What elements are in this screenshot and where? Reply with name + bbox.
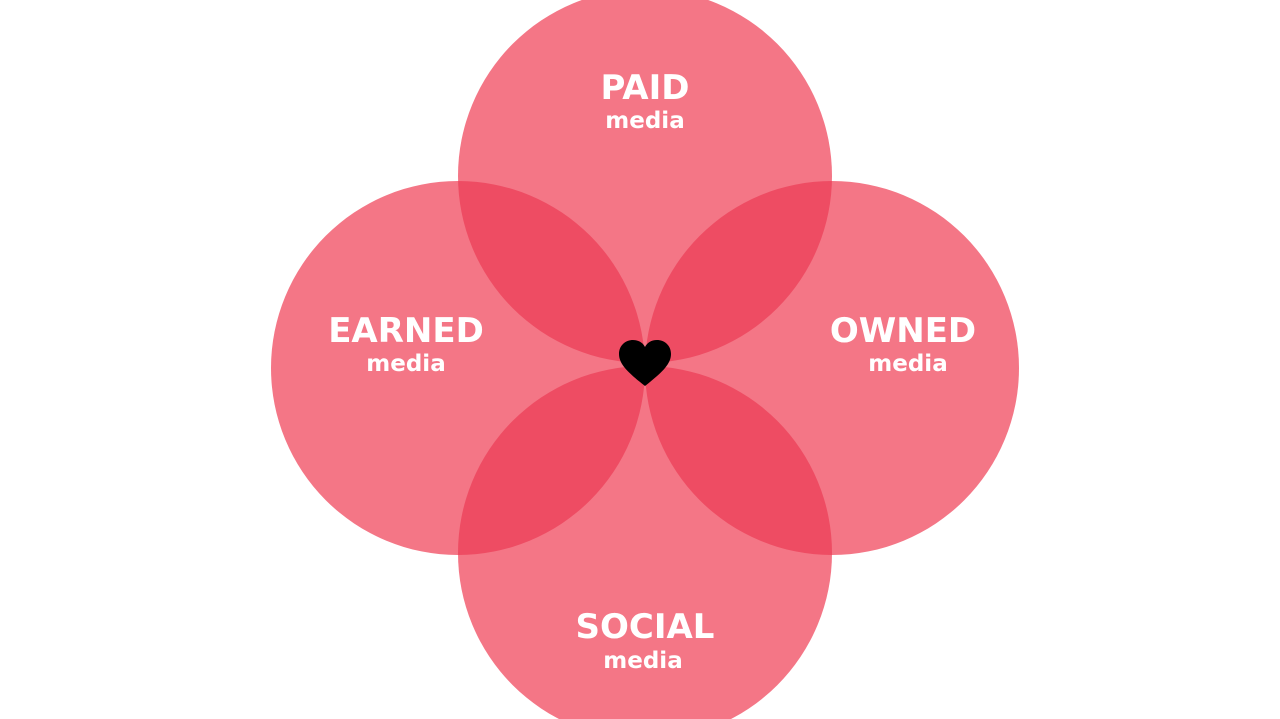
owned-title: OWNED bbox=[830, 311, 976, 351]
paid-subtitle: media bbox=[605, 108, 684, 134]
social-owned-overlap bbox=[645, 366, 832, 555]
paid-owned-overlap bbox=[645, 181, 832, 363]
social-earned-overlap bbox=[458, 366, 645, 555]
social-subtitle: media bbox=[603, 648, 682, 674]
heart-icon bbox=[619, 340, 671, 386]
earned-title: EARNED bbox=[328, 311, 484, 351]
overlaps-group bbox=[458, 181, 832, 555]
paid-earned-overlap bbox=[458, 181, 645, 363]
social-title: SOCIAL bbox=[576, 607, 715, 647]
paid-title: PAID bbox=[601, 68, 690, 108]
earned-subtitle: media bbox=[366, 351, 445, 377]
owned-subtitle: media bbox=[868, 351, 947, 377]
